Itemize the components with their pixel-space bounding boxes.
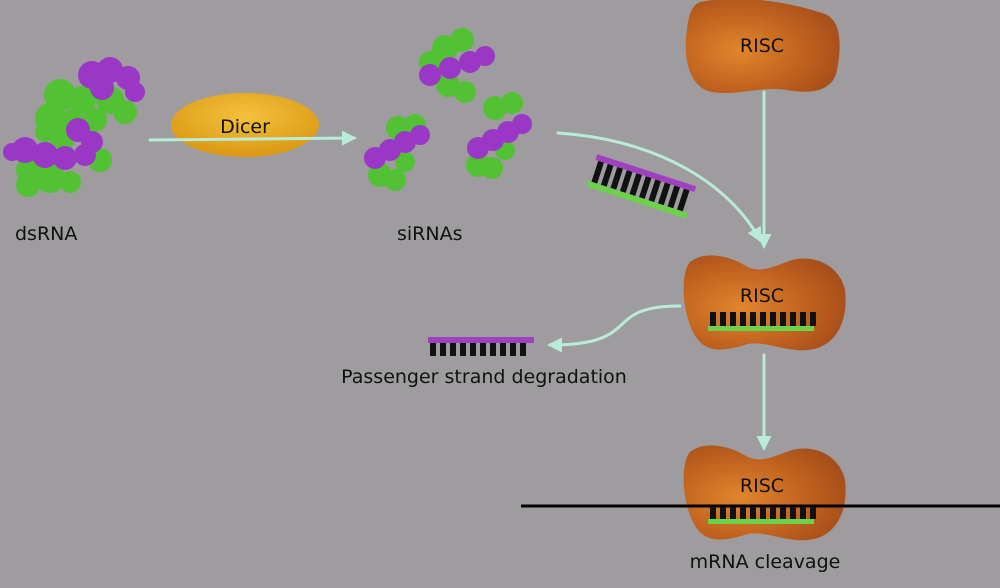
dsrna-molecule-icon	[3, 57, 145, 197]
dicer-enzyme	[171, 93, 319, 157]
passenger-release-arrow	[547, 304, 682, 353]
risc-guide-strand	[708, 507, 816, 524]
risc-label-2: RISC	[740, 285, 784, 307]
passenger-strand-label: Passenger strand degradation	[341, 366, 627, 388]
sirnas-label: siRNAs	[397, 223, 463, 245]
dicer-label: Dicer	[220, 116, 270, 138]
risc-label-1: RISC	[740, 35, 784, 57]
risc-label-3: RISC	[740, 475, 784, 497]
risc-complex-1	[685, 0, 840, 93]
sirna-molecule-icon	[466, 92, 532, 179]
risc-guide-strand	[708, 312, 816, 331]
sirna-molecule-icon	[419, 28, 495, 103]
sirna-duplex	[586, 154, 697, 219]
dicer-cleavage-arrow	[148, 130, 357, 146]
dsrna-label: dsRNA	[15, 223, 77, 245]
mrna-cleavage-label: mRNA cleavage	[690, 551, 841, 573]
sirna-to-risc-arrow	[556, 131, 762, 243]
sirna-molecule-icon	[364, 114, 430, 191]
passenger-strand	[428, 337, 534, 356]
